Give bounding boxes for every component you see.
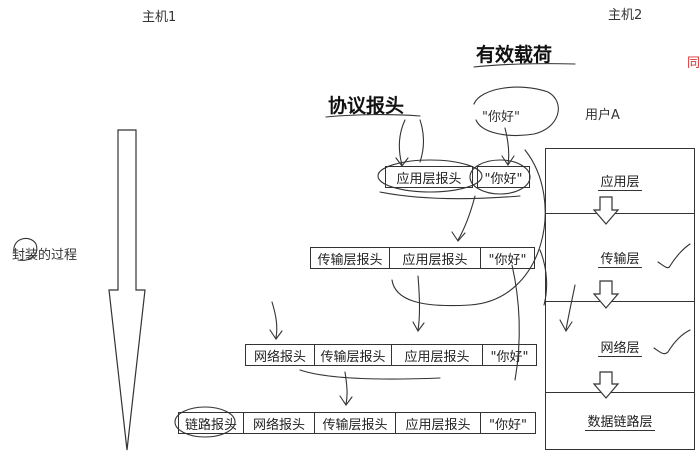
host1-label: 主机1 <box>142 10 177 25</box>
row-transport-cell-app-header: 应用层报头 <box>389 247 481 269</box>
encapsulation-process-arrow-icon <box>108 129 146 451</box>
row-transport-cell-transport-header: 传输层报头 <box>310 247 390 269</box>
stack-layer-transport-label: 传输层 <box>598 248 642 268</box>
row-link-cell-network-header: 网络报头 <box>243 412 315 434</box>
stack-down-arrows <box>592 196 620 399</box>
stack-layer-network-label: 网络层 <box>598 337 642 357</box>
row-network-cell-app-header: 应用层报头 <box>391 344 483 366</box>
stack-arrow-icon <box>592 196 620 225</box>
row-link-cell-transport-header: 传输层报头 <box>314 412 396 434</box>
host2-label: 主机2 <box>608 8 643 23</box>
row-network-cell-payload: "你好" <box>482 344 537 366</box>
protocol-header-label: 协议报头 <box>328 95 405 117</box>
handwritten-annotations <box>13 63 691 438</box>
row-app-cell-app-header: 应用层报头 <box>385 166 473 188</box>
stack-layer-app-label: 应用层 <box>598 171 642 191</box>
payload-hello-text: "你好" <box>482 110 520 125</box>
row-link-cell-payload: "你好" <box>480 412 536 434</box>
stack-arrow-icon <box>592 280 620 309</box>
user-a-label: 用户A <box>585 108 620 123</box>
payload-label: 有效载荷 <box>476 44 553 66</box>
row-network-cell-transport-header: 传输层报头 <box>314 344 392 366</box>
row-link-cell-app-header: 应用层报头 <box>395 412 481 434</box>
edge-char: 同 <box>686 56 700 71</box>
stack-arrow-icon <box>592 371 620 399</box>
row-link-cell-link-header: 链路报头 <box>178 412 244 434</box>
row-transport-cell-payload: "你好" <box>480 247 535 269</box>
stack-layer-link: 数据链路层 <box>545 392 695 450</box>
stack-layer-link-label: 数据链路层 <box>585 411 655 431</box>
